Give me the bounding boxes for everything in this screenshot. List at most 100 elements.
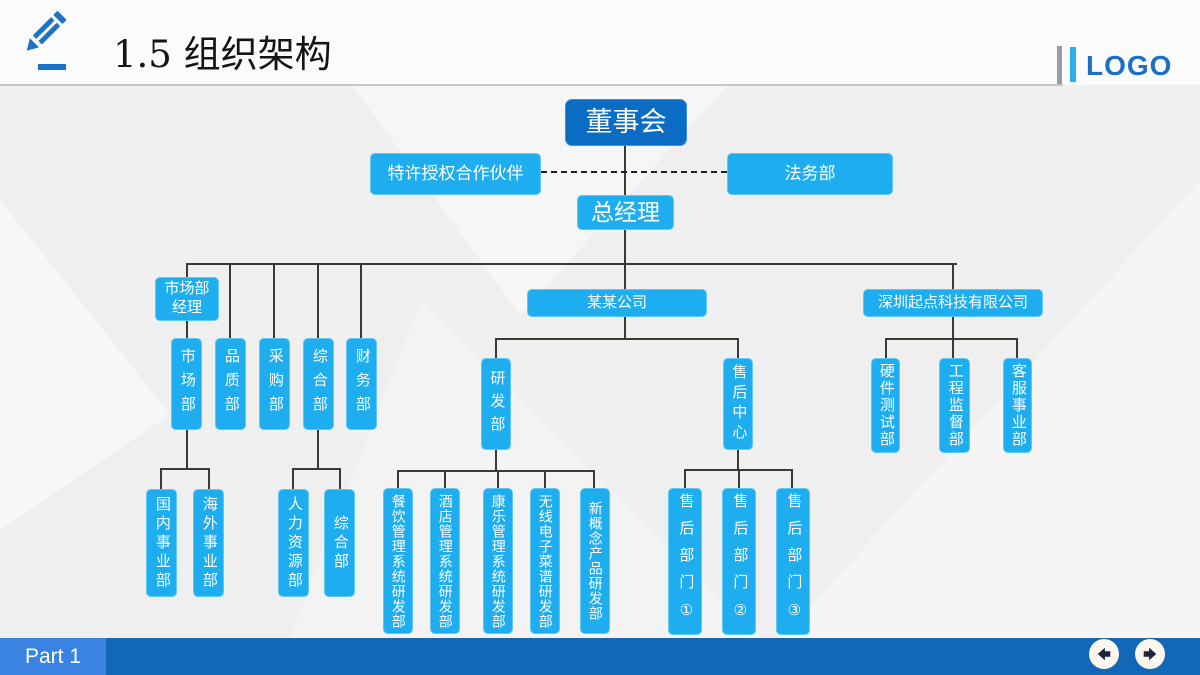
org-node-label: 采购部 xyxy=(266,348,284,420)
pencil-icon xyxy=(14,6,78,79)
org-node-label: 综合部 xyxy=(331,514,349,572)
connector-line xyxy=(952,338,954,358)
org-node-label: 新概念产品研发部 xyxy=(587,501,604,621)
org-node-label: 工程监督部 xyxy=(946,363,964,448)
prev-button[interactable] xyxy=(1089,639,1119,669)
connector-line xyxy=(229,263,231,338)
org-node-sub-dept: 人力资源部 xyxy=(278,489,309,597)
connector-line xyxy=(624,230,626,264)
org-node-aftersale-center: 售后中心 xyxy=(723,358,753,450)
arrow-left-icon xyxy=(1097,647,1111,661)
org-node-aftersale-sub: 售后部门② xyxy=(722,488,756,635)
org-node-aftersale-sub: 售后部门① xyxy=(668,488,702,635)
org-node-label: 售后部门① xyxy=(677,492,695,631)
org-node-label: 售后部门② xyxy=(731,492,749,631)
connector-line xyxy=(292,468,294,489)
connector-line xyxy=(952,317,954,338)
connector-line xyxy=(160,468,162,489)
org-node-dept: 品质部 xyxy=(215,338,246,430)
connector-line xyxy=(186,430,188,468)
connector-line xyxy=(360,263,362,338)
org-node-label: 康乐管理系统研发部 xyxy=(490,493,507,629)
background-facet xyxy=(782,180,1200,638)
connector-line xyxy=(186,321,188,338)
connector-line xyxy=(186,263,188,278)
org-node-rd-sub: 康乐管理系统研发部 xyxy=(483,488,513,634)
corner-bracket xyxy=(1057,46,1062,84)
connector-line xyxy=(791,469,793,488)
background-facet xyxy=(0,200,170,530)
logo-text: LOGO xyxy=(1086,50,1173,81)
org-node-dept: 采购部 xyxy=(259,338,290,430)
connector-line xyxy=(952,263,954,289)
header-divider xyxy=(0,84,1063,86)
org-node-label: 海外事业部 xyxy=(200,495,218,591)
org-node-label: 硬件测试部 xyxy=(877,363,895,448)
org-node-label: 国内事业部 xyxy=(153,495,171,591)
connector-line xyxy=(273,263,275,338)
org-node-general-manager: 总经理 xyxy=(577,195,674,230)
connector-line xyxy=(885,338,887,358)
connector-line xyxy=(160,468,210,470)
connector-line xyxy=(624,146,626,195)
org-node-dept: 财务部 xyxy=(346,338,377,430)
connector-dashed-line xyxy=(541,171,727,173)
connector-line xyxy=(738,469,740,488)
org-node-sub-dept: 国内事业部 xyxy=(146,489,177,597)
connector-line xyxy=(544,470,546,488)
connector-line xyxy=(317,263,319,338)
org-node-label: 综合部 xyxy=(310,348,328,420)
org-node-label: 品质部 xyxy=(222,348,240,420)
connector-line xyxy=(317,430,319,468)
connector-line xyxy=(397,470,595,472)
connector-line xyxy=(885,338,1018,340)
org-node-label: 财务部 xyxy=(353,348,371,420)
org-node-dept: 市场部 xyxy=(171,338,202,430)
org-node-right-sub: 硬件测试部 xyxy=(871,358,900,453)
org-node-sub-dept: 海外事业部 xyxy=(193,489,224,597)
connector-line xyxy=(497,470,499,488)
org-node-rd-sub: 新概念产品研发部 xyxy=(580,488,610,634)
org-node-label: 人力资源部 xyxy=(285,495,303,591)
org-node-board: 董事会 xyxy=(565,99,687,146)
connector-line xyxy=(624,317,626,338)
org-node-right-company: 深圳起点科技有限公司 xyxy=(863,289,1043,317)
org-node-rd-sub: 无线电子菜谱研发部 xyxy=(530,488,560,634)
connector-line xyxy=(737,338,739,358)
org-node-rd-dept: 研发部 xyxy=(481,358,511,450)
connector-line xyxy=(397,470,399,488)
org-node-legal-dept: 法务部 xyxy=(727,153,893,195)
part-badge: Part 1 xyxy=(0,638,106,675)
connector-line xyxy=(737,450,739,469)
org-node-marketing-manager: 市场部经理 xyxy=(155,277,219,321)
org-node-mid-company: 某某公司 xyxy=(527,289,707,317)
org-node-label: 研发部 xyxy=(488,369,506,439)
org-node-rd-sub: 餐饮管理系统研发部 xyxy=(383,488,413,634)
org-node-dept: 综合部 xyxy=(303,338,334,430)
connector-line xyxy=(186,263,957,265)
page-title: 1.5 组织架构 xyxy=(113,33,332,76)
header-band xyxy=(0,0,1200,85)
org-node-label: 售后中心 xyxy=(730,364,748,444)
connector-line xyxy=(1016,338,1018,358)
org-node-sub-dept: 综合部 xyxy=(324,489,355,597)
org-node-aftersale-sub: 售后部门③ xyxy=(776,488,810,635)
connector-line xyxy=(292,468,341,470)
org-node-label: 客服事业部 xyxy=(1009,363,1027,448)
connector-line xyxy=(593,470,595,488)
next-button[interactable] xyxy=(1135,639,1165,669)
connector-line xyxy=(495,338,497,358)
org-node-label: 市场部 xyxy=(178,348,196,420)
connector-line xyxy=(495,338,739,340)
org-node-label: 酒店管理系统研发部 xyxy=(437,493,454,629)
connector-line xyxy=(444,470,446,488)
connector-line xyxy=(208,468,210,489)
org-node-right-sub: 客服事业部 xyxy=(1003,358,1032,453)
footer-bar xyxy=(0,638,1200,675)
connector-line xyxy=(495,450,497,470)
org-node-label: 无线电子菜谱研发部 xyxy=(537,493,554,629)
org-node-rd-sub: 酒店管理系统研发部 xyxy=(430,488,460,634)
connector-line xyxy=(684,469,686,488)
org-node-label: 餐饮管理系统研发部 xyxy=(390,493,407,629)
